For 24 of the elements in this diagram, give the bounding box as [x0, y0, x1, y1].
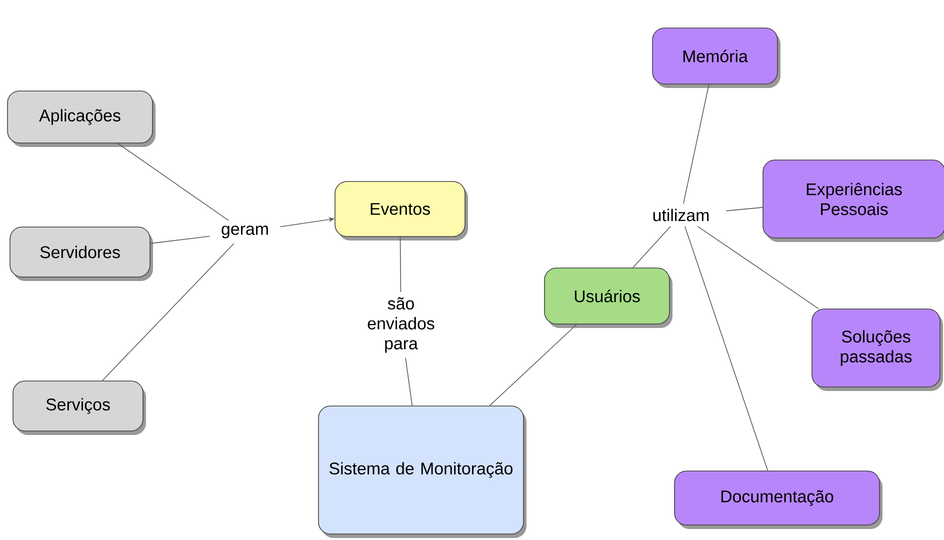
concept-box: Servidores: [10, 226, 153, 281]
linking-phrase: geram: [222, 226, 268, 238]
concept-box: Experiências Pessoais: [762, 160, 944, 242]
connector-line: [405, 358, 413, 406]
connector-line: [117, 143, 229, 221]
connector-line: [102, 243, 234, 381]
linking-phrase: utilizam: [653, 208, 709, 222]
connector-line: [684, 226, 768, 471]
connector-line: [150, 236, 210, 244]
concept-box: Soluções passadas: [812, 308, 943, 391]
concept-box: Documentação: [674, 470, 882, 529]
connector-line: [683, 84, 710, 204]
concept-box: Eventos: [334, 181, 468, 240]
concept-box: Serviços: [12, 380, 146, 435]
concept-box: Sistema de Monitoração: [318, 406, 526, 538]
concept-box: Aplicações: [7, 90, 156, 147]
connector-line: [400, 236, 402, 292]
connector-line: [726, 207, 763, 212]
concept-box: Memória: [652, 28, 780, 88]
connector-line: [697, 226, 819, 309]
concept-box: Usuários: [544, 268, 672, 328]
connector-line: [632, 226, 671, 268]
connector-line: [489, 324, 578, 406]
linking-phrase: são enviados para: [368, 297, 434, 353]
